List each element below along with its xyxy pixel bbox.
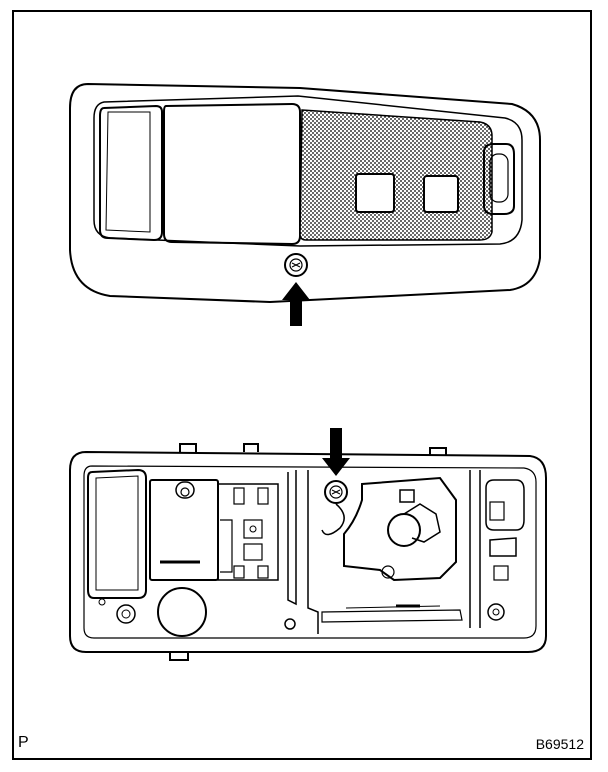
top-left-lens — [99, 104, 163, 242]
bottom-divider-wall — [287, 470, 297, 606]
bottom-switch-module — [149, 479, 219, 581]
bottom-left-lens — [87, 468, 147, 599]
bottom-housing-outline — [69, 450, 547, 653]
bottom-reflector-bracket — [343, 476, 457, 582]
top-inner-rim — [93, 95, 523, 247]
bottom-inner-tray — [83, 465, 537, 639]
top-switch-button-left — [355, 173, 395, 213]
top-center-lens — [163, 102, 301, 246]
bottom-view-lamp-assembly — [69, 443, 547, 661]
bottom-switch-contacts — [217, 483, 279, 581]
view-marker-label: P — [18, 734, 29, 751]
bottom-tab-4 — [169, 652, 189, 661]
bottom-bulb-socket — [157, 587, 207, 637]
top-right-slot-inner — [489, 153, 509, 203]
top-switch-panel — [299, 109, 493, 241]
bottom-rail — [321, 609, 463, 623]
top-switch-button-right — [423, 175, 459, 213]
top-left-lens-inner — [105, 111, 151, 233]
figure-code-label: B69512 — [535, 736, 584, 752]
bottom-bulb — [387, 513, 421, 547]
bottom-right-compartment — [469, 470, 481, 628]
screw-icon — [324, 480, 348, 504]
arrow-up-icon — [282, 282, 310, 326]
top-right-slot — [483, 143, 515, 215]
bottom-tab-1 — [179, 443, 197, 452]
arrow-down-icon — [322, 428, 350, 476]
screw-icon — [284, 253, 308, 277]
top-view-lamp-assembly — [69, 82, 541, 304]
diagram-frame — [12, 10, 592, 760]
top-housing-outline — [69, 82, 541, 304]
bottom-tab-2 — [243, 443, 259, 452]
bottom-tab-3 — [429, 447, 447, 456]
